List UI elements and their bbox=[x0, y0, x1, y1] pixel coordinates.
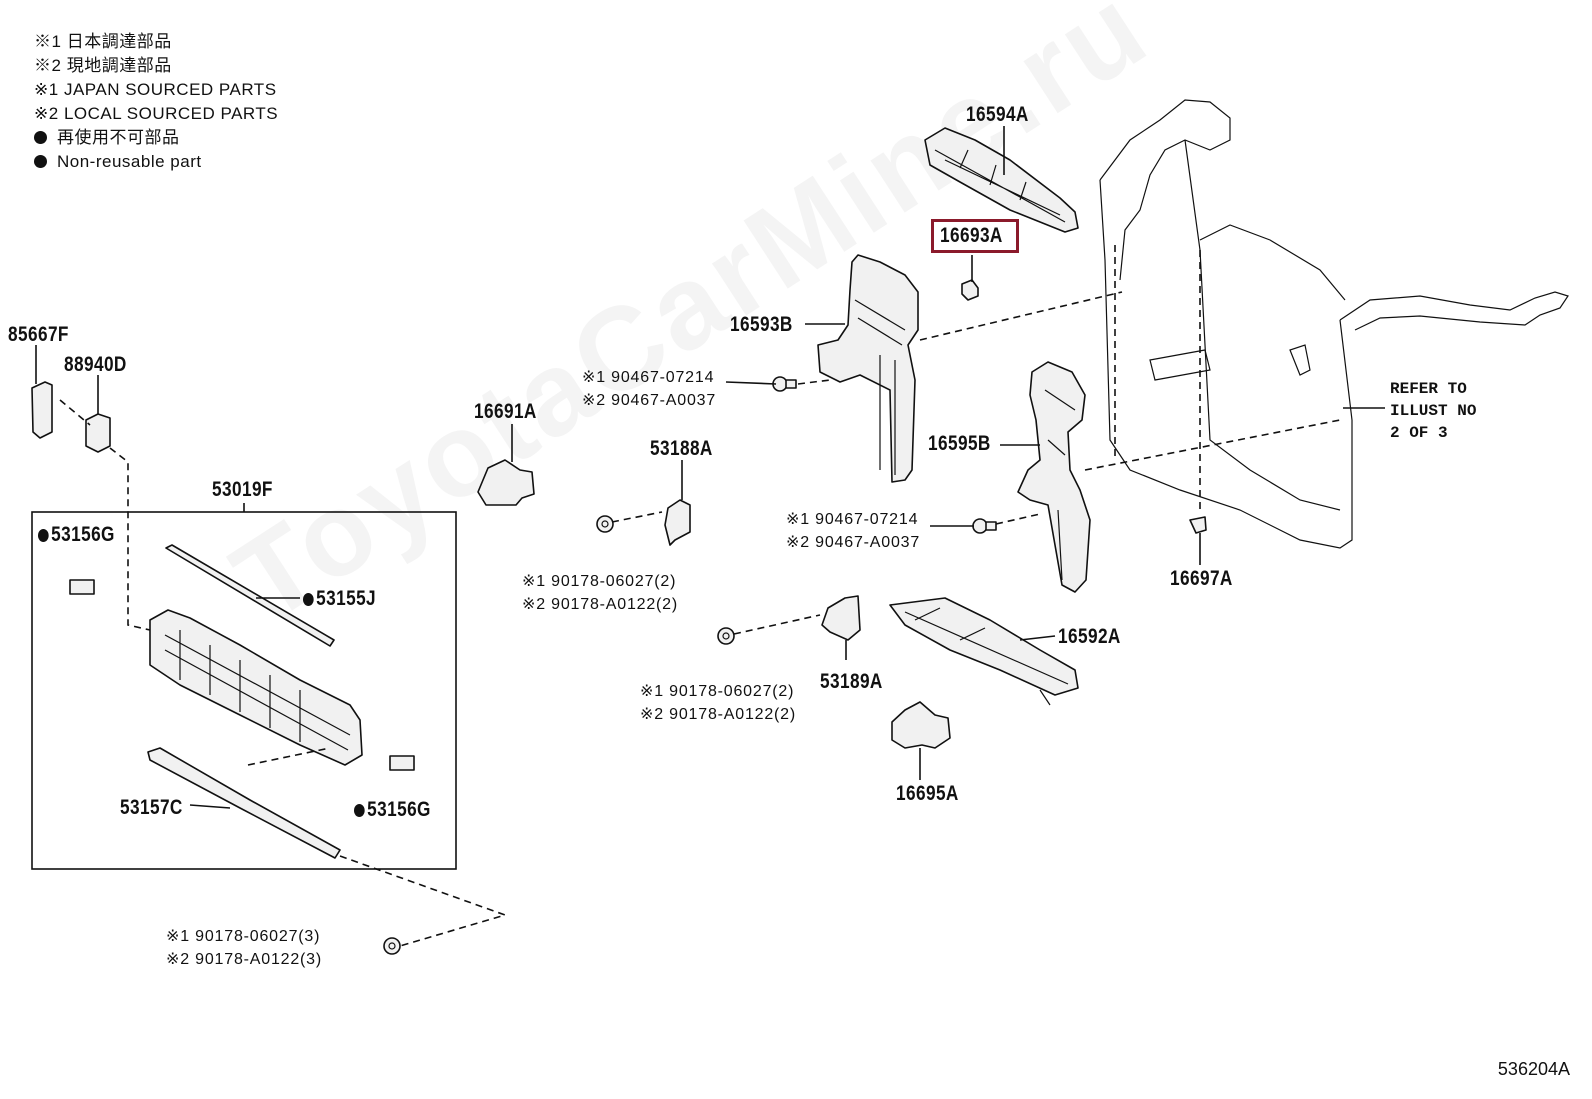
part-85667F-drawing bbox=[31, 381, 53, 439]
part-16697A-drawing bbox=[1189, 516, 1207, 534]
part-16592A-drawing bbox=[889, 597, 1079, 706]
part-label-53189A[interactable]: 53189A bbox=[820, 670, 883, 693]
part-label-16693A[interactable]: 16693A bbox=[940, 224, 1003, 247]
part-16691A-drawing bbox=[477, 459, 535, 506]
part-label-16697A[interactable]: 16697A bbox=[1170, 567, 1233, 590]
hardware-callout-nut-lower[interactable]: ※1 90178-06027(3)※2 90178-A0122(3) bbox=[166, 928, 322, 968]
part-label-16595B[interactable]: 16595B bbox=[928, 432, 991, 455]
non-reusable-dot-icon bbox=[34, 155, 47, 168]
part-label-53155J[interactable]: 53155J bbox=[303, 587, 376, 611]
assembly-53019F-box bbox=[31, 503, 457, 870]
non-reusable-dot-icon bbox=[354, 804, 365, 817]
fastener-drawings bbox=[383, 376, 997, 955]
part-label-16695A[interactable]: 16695A bbox=[896, 782, 959, 805]
part-label-53188A[interactable]: 53188A bbox=[650, 437, 713, 460]
part-16695A-drawing bbox=[891, 701, 951, 749]
legend-row-3: ※1 JAPAN SOURCED PARTS bbox=[34, 80, 277, 99]
highlight-box-16693A bbox=[931, 219, 1019, 253]
part-16594A-drawing bbox=[924, 127, 1079, 233]
part-label-16592A[interactable]: 16592A bbox=[1058, 625, 1121, 648]
part-16593B-drawing bbox=[817, 254, 919, 483]
part-label-53156G-bottom[interactable]: 53156G bbox=[354, 798, 431, 822]
part-53157C-drawing bbox=[147, 747, 341, 859]
part-label-85667F[interactable]: 85667F bbox=[8, 323, 69, 346]
part-label-16691A[interactable]: 16691A bbox=[474, 400, 537, 423]
hardware-callout-nut-53188A[interactable]: ※1 90178-06027(2)※2 90178-A0122(2) bbox=[522, 573, 678, 613]
legend: ※1 日本調達部品 ※2 現地調達部品 ※1 JAPAN SOURCED PAR… bbox=[34, 30, 278, 174]
illustration-code: 536204A bbox=[1497, 1059, 1570, 1079]
part-grille-core-drawing bbox=[149, 609, 363, 766]
part-53188A-drawing bbox=[664, 499, 691, 546]
hardware-callout-bolt-right[interactable]: ※1 90467-07214※2 90467-A0037 bbox=[786, 511, 921, 551]
part-16595B-drawing bbox=[1017, 361, 1091, 593]
leader-lines bbox=[35, 126, 1385, 809]
non-reusable-dot-icon bbox=[38, 529, 49, 542]
part-88940D-drawing bbox=[85, 413, 111, 453]
part-16693A-drawing bbox=[961, 279, 979, 301]
non-reusable-dot-icon bbox=[303, 593, 314, 606]
part-label-53019F[interactable]: 53019F bbox=[212, 478, 273, 501]
hardware-callout-nut-53189A[interactable]: ※1 90178-06027(2)※2 90178-A0122(2) bbox=[640, 683, 796, 723]
part-53189A-drawing bbox=[821, 595, 861, 641]
part-label-16593B[interactable]: 16593B bbox=[730, 313, 793, 336]
legend-row-5: 再使用不可部品 bbox=[34, 126, 278, 150]
legend-row-1: ※1 日本調達部品 bbox=[34, 32, 172, 51]
part-53155J-drawing bbox=[165, 544, 335, 647]
legend-row-2: ※2 現地調達部品 bbox=[34, 56, 172, 75]
body-frame-drawing bbox=[1099, 99, 1569, 549]
hardware-callout-bolt-upper[interactable]: ※1 90467-07214※2 90467-A0037 bbox=[582, 369, 717, 409]
legend-row-4: ※2 LOCAL SOURCED PARTS bbox=[34, 104, 279, 123]
part-53156G-pads-drawing bbox=[69, 579, 415, 771]
part-label-16594A[interactable]: 16594A bbox=[966, 103, 1029, 126]
dashed-connectors bbox=[59, 291, 1341, 947]
legend-row-6: Non-reusable part bbox=[34, 150, 278, 174]
non-reusable-dot-icon bbox=[34, 131, 47, 144]
part-label-53156G-top[interactable]: 53156G bbox=[38, 523, 115, 547]
part-label-88940D[interactable]: 88940D bbox=[64, 353, 127, 376]
part-label-53157C[interactable]: 53157C bbox=[120, 796, 183, 819]
